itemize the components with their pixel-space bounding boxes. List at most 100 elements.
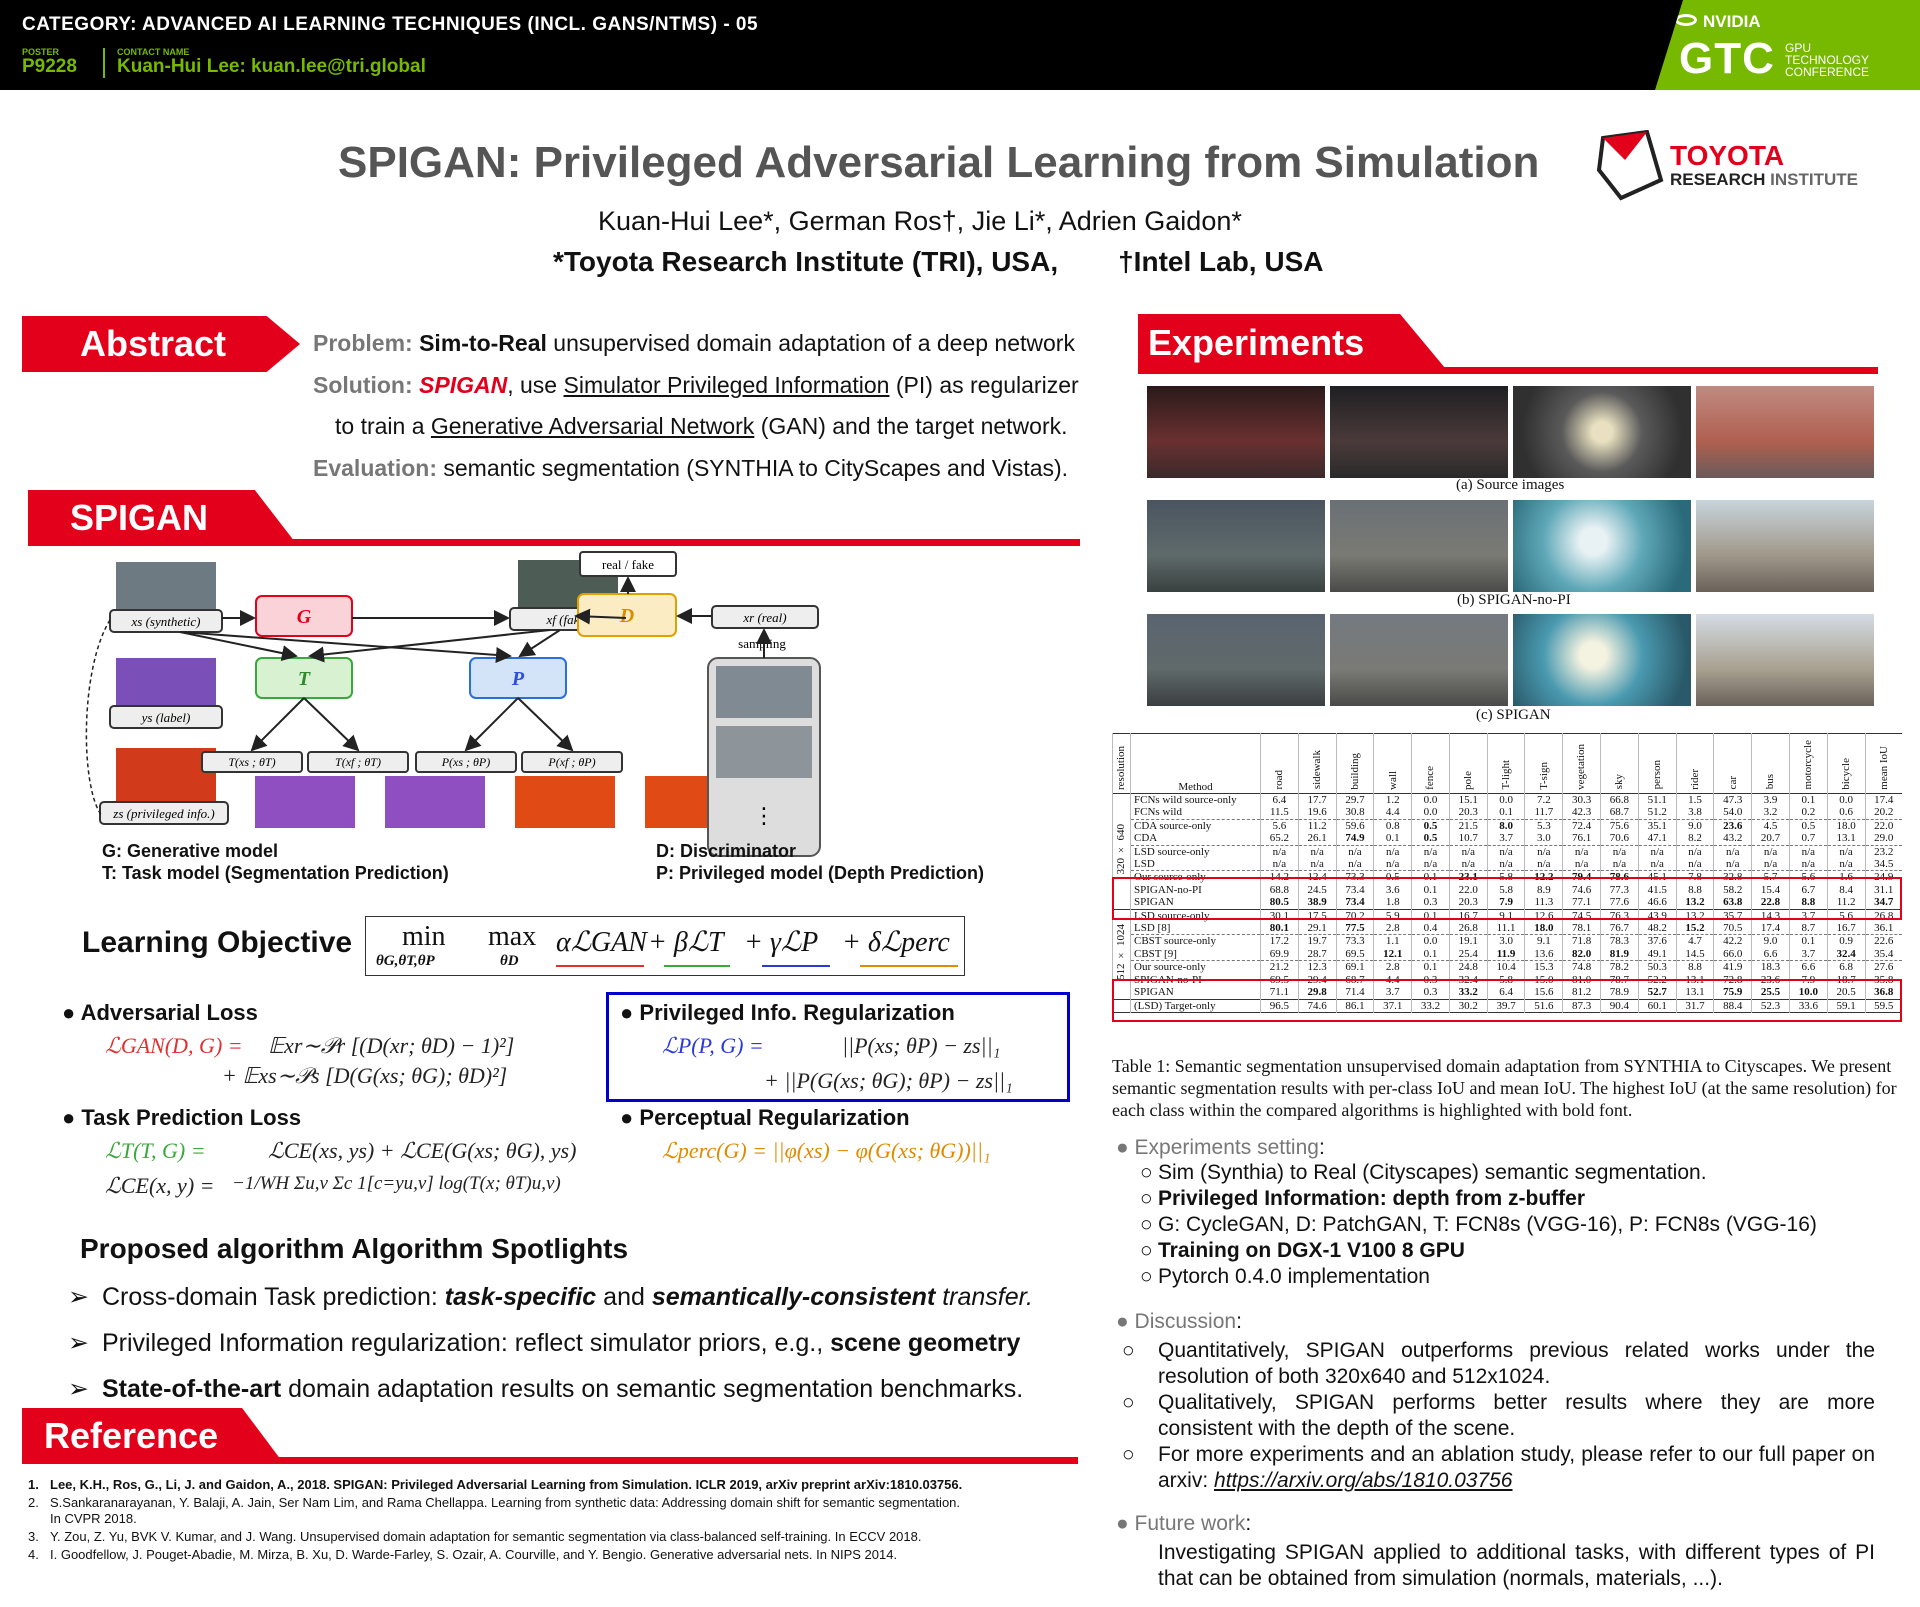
spotlight-2: ➢Privileged Information regularization: … [68,1328,1020,1358]
value-cell: 3.8 [1675,806,1714,820]
top-bar: CATEGORY: ADVANCED AI LEARNING TECHNIQUE… [0,0,1920,90]
nvidia-wordmark: NVIDIA [1703,12,1761,31]
value-cell: n/a [1335,858,1374,871]
col-header: T-light [1486,733,1525,794]
value-cell: 12.3 [1297,960,1337,974]
spigan-image-2 [1330,614,1508,706]
value-cell: 1.1 [1373,934,1412,948]
value-cell: 7.2 [1524,793,1563,807]
arrow-icon: ➢ [68,1329,89,1357]
value-cell: 43.2 [1713,832,1752,846]
node-xr: xr (real) [742,610,786,625]
value-cell: 15.2 [1675,922,1714,935]
value-cell: 24.8 [1448,960,1488,974]
value-cell: 22.8 [1751,896,1790,910]
value-cell: 1.2 [1373,793,1412,807]
method-cell: SPIGAN-no-PI [1130,883,1261,897]
value-cell: 0.7 [1788,832,1828,846]
setting-item: ○Privileged Information: depth from z-bu… [1140,1187,1586,1210]
value-cell: 11.2 [1297,818,1337,833]
value-cell: 14.5 [1675,947,1714,961]
value-cell: 24.5 [1297,883,1337,897]
node-d: D [619,605,634,627]
adv-loss-heading: ● Adversarial Loss [62,1000,258,1025]
discussion-heading: ● Discussion: [1116,1310,1242,1333]
col-header-label: building [1348,752,1361,790]
value-cell: 48.2 [1637,922,1677,935]
value-cell: 41.9 [1713,960,1752,974]
col-header-label: T-sign [1537,761,1550,790]
col-header-label: rider [1688,768,1701,790]
value-cell: 81.9 [1600,947,1639,961]
value-cell: 38.9 [1297,896,1337,910]
value-cell: 47.3 [1713,793,1752,807]
value-cell: 1.8 [1373,896,1412,910]
adv-loss-rhs1: 𝔼xr∼𝒫r [(D(xr; θD) − 1)²] [268,1033,515,1058]
value-cell: 32.4 [1826,947,1865,961]
value-cell: n/a [1637,844,1677,859]
col-header-label: person [1651,760,1663,790]
value-cell: 13.1 [1826,832,1865,846]
resolution-cell: 512 × 1024 [1112,908,1131,999]
spigan-image-4 [1696,614,1874,706]
col-header-label: T-light [1499,760,1512,790]
abstract-evaluation: Evaluation: semantic segmentation (SYNTH… [313,455,1069,481]
value-cell: 18.0 [1524,922,1563,935]
method-cell: SPIGAN [1130,986,1261,999]
value-cell: 69.9 [1260,947,1299,961]
value-cell: 66.8 [1600,793,1639,807]
value-cell: 69.1 [1335,960,1374,974]
s1-text: Cross-domain Task prediction: [102,1283,445,1311]
abstract-solution: Solution: SPIGAN, use Simulator Privileg… [313,372,1079,398]
perc-loss-title: Perceptual Regularization [639,1105,910,1130]
spigan-header: SPIGAN [28,490,1080,546]
value-cell: 39.7 [1486,998,1525,1013]
value-cell: 77.1 [1562,896,1601,910]
value-cell: 8.2 [1675,832,1714,846]
highlight-box-320 [1112,877,1902,920]
source-image-4 [1696,386,1874,478]
seg-pred-image [385,776,485,828]
value-cell: 3.9 [1751,793,1790,807]
spigan-no-pi-image-4 [1696,500,1874,592]
method-cell: SPIGAN [1130,896,1261,910]
contact-info: Kuan-Hui Lee: kuan.lee@tri.global [117,56,426,77]
value-cell: 0.0 [1411,934,1450,948]
underline-gan [556,965,644,967]
spigan-no-pi-image-2 [1330,500,1508,592]
value-cell: n/a [1448,844,1488,859]
value-cell: 5.8 [1486,883,1525,897]
value-cell: 77.6 [1600,896,1639,910]
value-cell: 6.7 [1788,883,1828,897]
s1-bold2: semantically-consistent [651,1283,936,1311]
value-cell: 31.7 [1675,998,1714,1013]
value-cell: n/a [1373,858,1412,871]
diagram-legend-left: G: Generative model T: Task model (Segme… [102,840,449,884]
value-cell: 71.1 [1260,986,1299,999]
value-cell: 78.3 [1600,934,1639,948]
value-cell: 0.1 [1373,832,1412,846]
value-cell: 74.6 [1297,998,1337,1013]
value-cell: 0.0 [1411,806,1450,820]
method-cell: CDA source-only [1130,818,1261,833]
col-header: vegetation [1562,733,1601,794]
value-cell: 0.0 [1826,793,1865,807]
value-cell: 37.1 [1373,998,1412,1013]
col-header: fence [1411,733,1450,794]
col-method-label: Method [1178,780,1213,793]
arrow-icon: ➢ [68,1375,89,1403]
value-cell: 76.7 [1600,922,1639,935]
arxiv-link[interactable]: https://arxiv.org/abs/1810.03756 [1214,1469,1513,1492]
node-p1: P(xs ; θP) [441,755,491,769]
value-cell: 10.7 [1448,832,1488,846]
value-cell: 18.0 [1826,818,1865,833]
solution-text: , use [507,372,564,398]
value-cell: 0.9 [1826,934,1865,948]
value-cell: 0.1 [1411,947,1450,961]
legend-d: D: Discriminator [656,841,797,861]
value-cell: 71.4 [1335,986,1374,999]
